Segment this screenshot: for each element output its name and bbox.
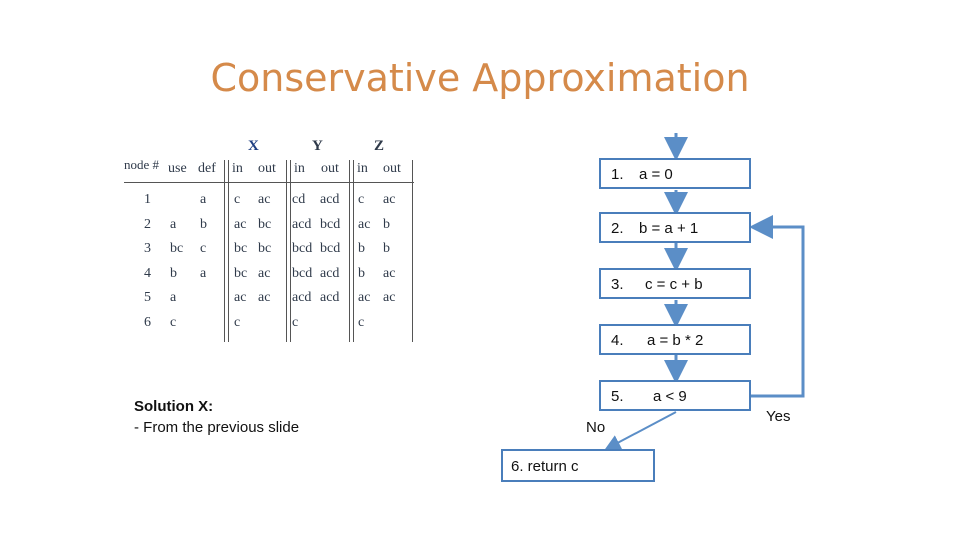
table-cell: b (200, 216, 207, 232)
node-statement: a = 0 (639, 166, 673, 183)
node-statement: a = b * 2 (647, 332, 704, 349)
note-detail: - From the previous slide (134, 419, 300, 436)
table-cell: c (200, 241, 207, 256)
node-number: 1. (611, 166, 624, 183)
table-cell: bcd (292, 241, 313, 256)
liveness-table: X Y Z node # use def in out in out in ou… (124, 138, 414, 343)
flow-node-4: 4. a = b * 2 (599, 324, 751, 355)
node-number: 5. (611, 388, 624, 405)
table-cell: acd (320, 290, 340, 305)
slide-title: Conservative Approximation (210, 56, 750, 100)
table-divider (349, 160, 354, 342)
table-cell: ac (383, 290, 396, 305)
yes-label: Yes (766, 408, 791, 425)
flow-node-1: 1. a = 0 (599, 158, 751, 189)
return-node: 6. return c (501, 449, 655, 482)
header-z-out: out (383, 161, 401, 176)
header-node: node # (124, 157, 160, 172)
table-cell: bcd (292, 265, 313, 281)
group-header-y: Y (312, 138, 323, 154)
table-cell: 1 (144, 192, 151, 207)
table-cell: acd (292, 290, 312, 305)
table-cell: a (200, 192, 207, 207)
table-cell: ac (258, 192, 271, 207)
table-cell: 5 (144, 290, 151, 305)
table-cell: bc (234, 265, 248, 281)
table-cell: ac (234, 216, 247, 232)
table-cell: c (170, 314, 177, 330)
header-use: use (168, 161, 187, 176)
table-cell: ac (383, 192, 396, 207)
table-cell: acd (292, 216, 312, 232)
table-cell: 4 (144, 265, 151, 281)
group-header-z: Z (374, 138, 385, 154)
node-number: 4. (611, 332, 624, 349)
table-cell: b (170, 265, 177, 281)
table-cell: 6 (144, 314, 151, 330)
table-cell: bc (258, 216, 272, 232)
table-cell: c (234, 192, 241, 207)
flow-node-2: 2. b = a + 1 (599, 212, 751, 243)
node-statement: c = c + b (645, 276, 703, 293)
table-divider (412, 160, 413, 342)
table-cell: bcd (320, 241, 341, 256)
table-divider (224, 160, 229, 342)
flow-node-5: 5. a < 9 (599, 380, 751, 411)
table-cell: bcd (320, 216, 341, 232)
yes-back-edge (749, 215, 805, 398)
table-cell: ac (258, 265, 271, 281)
table-cell: c (358, 314, 365, 330)
header-def: def (198, 161, 216, 176)
table-cell: 3 (144, 241, 151, 256)
node-number: 3. (611, 276, 624, 293)
table-cell: ac (234, 290, 247, 305)
solution-note: Solution X: - From the previous slide (134, 396, 299, 438)
table-header-rule (124, 182, 414, 183)
table-cell: b (358, 241, 365, 256)
table-cell: acd (320, 265, 340, 281)
header-x-out: out (258, 161, 276, 176)
table-cell: b (358, 265, 365, 281)
table-cell: b (383, 241, 390, 256)
no-edge (604, 411, 677, 450)
table-cell: c (358, 192, 365, 207)
header-y-in: in (294, 161, 305, 176)
table-cell: b (383, 216, 390, 232)
header-z-in: in (357, 161, 368, 176)
table-cell: 2 (144, 216, 151, 232)
group-header-x: X (248, 138, 259, 154)
table-cell: bc (258, 241, 272, 256)
table-cell: ac (383, 265, 396, 281)
table-cell: ac (258, 290, 271, 305)
flow-node-3: 3. c = c + b (599, 268, 751, 299)
return-statement: 6. return c (511, 458, 579, 475)
table-cell: ac (358, 216, 371, 232)
table-cell: ac (358, 290, 371, 305)
table-cell: c (234, 314, 241, 330)
no-label: No (586, 419, 606, 436)
table-cell: acd (320, 192, 340, 207)
node-number: 2. (611, 220, 624, 237)
table-cell: c (292, 314, 299, 330)
table-cell: a (170, 290, 177, 305)
table-cell: cd (292, 192, 306, 207)
table-cell: a (200, 265, 207, 281)
table-cell: a (170, 216, 177, 232)
node-statement: b = a + 1 (639, 220, 699, 237)
table-divider (286, 160, 291, 342)
note-heading: Solution X: (134, 398, 214, 415)
table-cell: bc (170, 241, 184, 256)
node-statement: a < 9 (653, 388, 687, 405)
table-cell: bc (234, 241, 248, 256)
header-y-out: out (321, 161, 339, 176)
header-x-in: in (232, 161, 243, 176)
